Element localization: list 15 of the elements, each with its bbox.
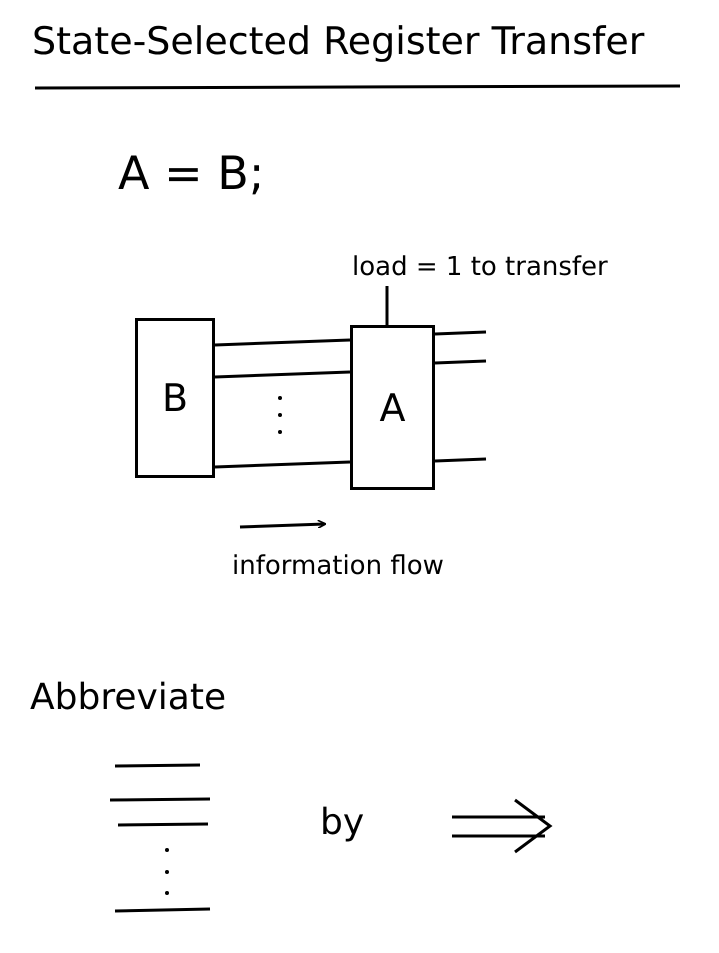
- bus-line: [434, 458, 486, 462]
- flow-label: information flow: [232, 553, 444, 579]
- title: State-Selected Register Transfer: [32, 22, 644, 60]
- bus-line: [214, 370, 350, 378]
- statement-text: A = B;: [118, 150, 264, 196]
- bus-line: [434, 360, 486, 364]
- register-box: A: [350, 325, 435, 490]
- register-box: B: [135, 318, 215, 478]
- bus-line: [214, 460, 350, 468]
- connector-word: by: [320, 805, 364, 841]
- section-heading: Abbreviate: [30, 680, 226, 716]
- bus-line: [434, 330, 486, 336]
- control-label: load = 1 to transfer: [352, 254, 608, 280]
- bus-line: [214, 338, 350, 346]
- leader-line: [386, 286, 388, 325]
